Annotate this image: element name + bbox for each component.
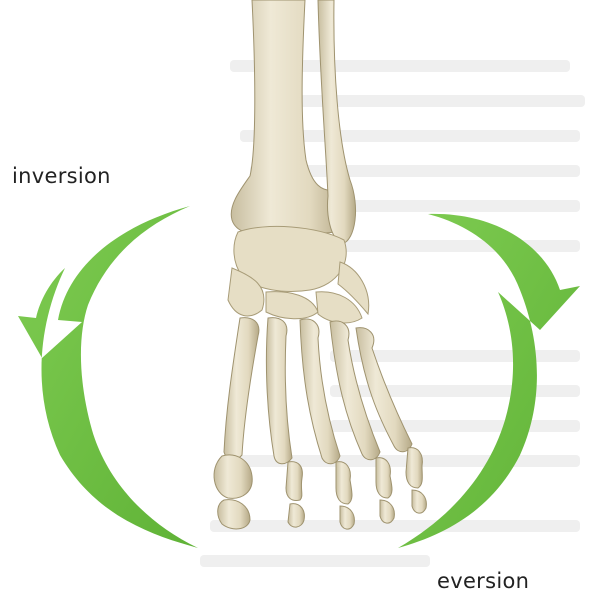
eversion-label: eversion	[437, 569, 529, 593]
inversion-label: inversion	[12, 164, 111, 188]
inversion-arrow	[18, 206, 198, 548]
metatarsal-bones	[224, 318, 412, 464]
